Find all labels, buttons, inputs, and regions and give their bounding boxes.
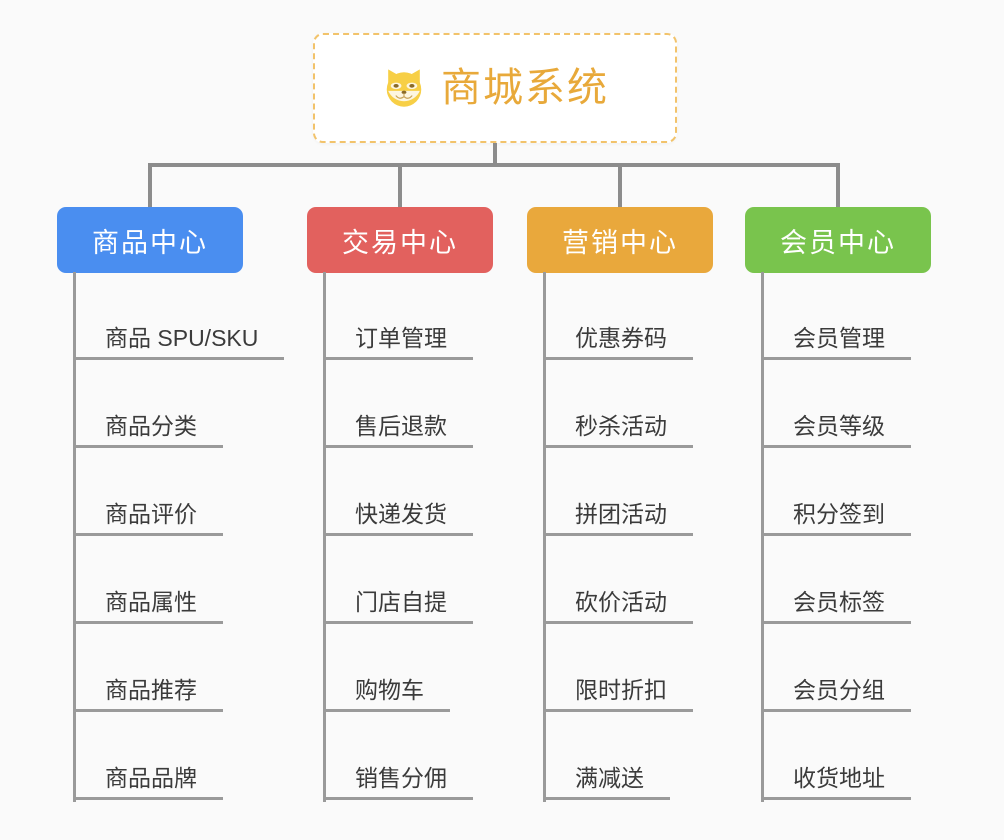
leaf-rule (323, 621, 473, 624)
leaf-item[interactable]: 会员分组 (761, 624, 911, 712)
root-stem-connector (493, 143, 497, 165)
leaf-label: 积分签到 (793, 500, 885, 527)
leaf-rule (323, 445, 473, 448)
leaf-label: 会员等级 (793, 412, 885, 439)
category-label-marketing: 营销中心 (562, 227, 678, 258)
leaf-rule (73, 797, 223, 800)
leaf-label: 售后退款 (355, 412, 447, 439)
leaf-item[interactable]: 收货地址 (761, 712, 911, 800)
leaf-label: 满减送 (575, 764, 644, 791)
leaf-label: 会员标签 (793, 588, 885, 615)
drop-connector-3 (618, 163, 622, 209)
leaf-rule (761, 445, 911, 448)
leaf-item[interactable]: 拼团活动 (543, 448, 693, 536)
leaf-rule (543, 797, 670, 800)
leaf-item[interactable]: 砍价活动 (543, 536, 693, 624)
leaf-item[interactable]: 销售分佣 (323, 712, 473, 800)
horizontal-bus-connector (148, 163, 840, 167)
leaf-item[interactable]: 会员标签 (761, 536, 911, 624)
leaf-item[interactable]: 商品推荐 (73, 624, 223, 712)
leaf-rule (543, 709, 693, 712)
leaf-label: 秒杀活动 (575, 412, 667, 439)
leaf-rule (761, 709, 911, 712)
category-label-trade: 交易中心 (342, 227, 458, 258)
leaf-label: 会员分组 (793, 676, 885, 703)
leaf-item[interactable]: 满减送 (543, 712, 670, 800)
branch-trunk-trade (323, 272, 326, 802)
category-box-marketing[interactable]: 营销中心 (527, 207, 713, 273)
leaf-item[interactable]: 限时折扣 (543, 624, 693, 712)
leaf-item[interactable]: 会员管理 (761, 272, 911, 360)
leaf-item[interactable]: 门店自提 (323, 536, 473, 624)
branch-trunk-product (73, 272, 76, 802)
leaf-label: 商品 SPU/SKU (105, 324, 259, 351)
shiba-dog-face-icon (386, 69, 422, 107)
leaf-label: 销售分佣 (355, 764, 447, 791)
leaf-item[interactable]: 购物车 (323, 624, 450, 712)
leaf-label: 商品属性 (105, 588, 197, 615)
leaf-rule (73, 533, 223, 536)
leaf-rule (323, 533, 473, 536)
leaf-rule (73, 709, 223, 712)
leaf-item[interactable]: 会员等级 (761, 360, 911, 448)
leaf-item[interactable]: 商品分类 (73, 360, 223, 448)
category-label-product: 商品中心 (92, 227, 208, 258)
leaf-label: 商品分类 (105, 412, 197, 439)
root-node[interactable]: 商城系统 (313, 33, 677, 143)
leaf-rule (761, 621, 911, 624)
leaf-item[interactable]: 商品 SPU/SKU (73, 272, 285, 360)
category-label-member: 会员中心 (780, 227, 896, 258)
leaf-label: 订单管理 (355, 324, 447, 351)
drop-connector-2 (398, 163, 402, 209)
leaf-label: 商品评价 (105, 500, 197, 527)
leaf-rule (543, 445, 693, 448)
leaf-item[interactable]: 快递发货 (323, 448, 473, 536)
leaf-item[interactable]: 订单管理 (323, 272, 473, 360)
leaf-item[interactable]: 售后退款 (323, 360, 473, 448)
leaf-item[interactable]: 积分签到 (761, 448, 911, 536)
leaf-rule (543, 357, 693, 360)
category-box-member[interactable]: 会员中心 (745, 207, 931, 273)
leaf-rule (73, 357, 285, 360)
leaf-rule (323, 797, 473, 800)
leaf-label: 优惠券码 (575, 324, 667, 351)
branch-trunk-marketing (543, 272, 546, 802)
root-title: 商城系统 (441, 66, 609, 110)
leaf-rule (761, 533, 911, 536)
leaf-item[interactable]: 商品评价 (73, 448, 223, 536)
leaf-label: 限时折扣 (575, 676, 667, 703)
drop-connector-1 (148, 163, 152, 209)
leaf-label: 砍价活动 (575, 588, 667, 615)
drop-connector-4 (836, 163, 840, 209)
leaf-item[interactable]: 商品属性 (73, 536, 223, 624)
category-box-product[interactable]: 商品中心 (57, 207, 243, 273)
leaf-rule (543, 533, 693, 536)
leaf-label: 收货地址 (793, 764, 885, 791)
leaf-label: 购物车 (355, 676, 424, 703)
leaf-rule (73, 621, 223, 624)
leaf-label: 拼团活动 (575, 500, 667, 527)
branch-trunk-member (761, 272, 764, 802)
leaf-rule (761, 797, 911, 800)
leaf-rule (323, 709, 450, 712)
leaf-label: 商品推荐 (105, 676, 197, 703)
leaf-rule (543, 621, 693, 624)
leaf-label: 会员管理 (793, 324, 885, 351)
category-box-trade[interactable]: 交易中心 (307, 207, 493, 273)
leaf-item[interactable]: 优惠券码 (543, 272, 693, 360)
leaf-item[interactable]: 秒杀活动 (543, 360, 693, 448)
leaf-rule (323, 357, 473, 360)
leaf-label: 门店自提 (355, 588, 447, 615)
leaf-rule (761, 357, 911, 360)
leaf-label: 商品品牌 (105, 764, 197, 791)
leaf-label: 快递发货 (355, 500, 447, 527)
leaf-item[interactable]: 商品品牌 (73, 712, 223, 800)
leaf-rule (73, 445, 223, 448)
